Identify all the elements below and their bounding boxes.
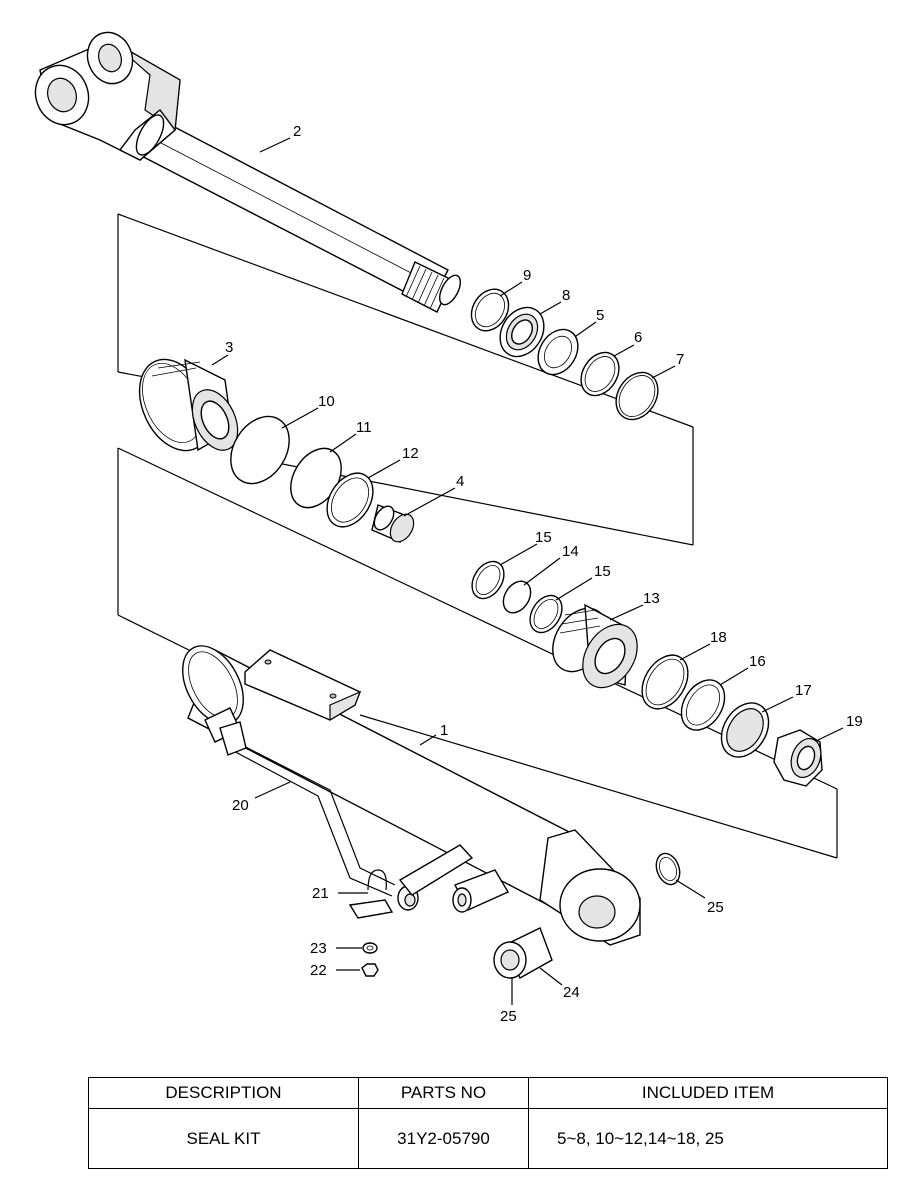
callout-18: 18	[710, 629, 727, 646]
pin-bushing-set	[493, 852, 681, 979]
exploded-parts-diagram: 2 3 9 8 5 6 7 10 11 12 4 15 14 15 13 18 …	[34, 31, 863, 1025]
callout-5: 5	[596, 307, 604, 324]
callout-3: 3	[225, 339, 233, 356]
cell-parts-no: 31Y2-05790	[358, 1108, 529, 1169]
callout-17: 17	[795, 682, 812, 699]
callout-4: 4	[456, 473, 464, 490]
callout-25a: 25	[707, 899, 724, 916]
callout-20: 20	[232, 797, 249, 814]
pipe-clamp-assembly	[348, 844, 474, 977]
table-header-row: DESCRIPTION PARTS NO INCLUDED ITEM	[88, 1077, 888, 1109]
callout-10: 10	[318, 393, 335, 410]
rod-thread	[401, 261, 462, 313]
callout-leaders	[211, 137, 844, 1005]
callout-labels: 2 3 9 8 5 6 7 10 11 12 4 15 14 15 13 18 …	[225, 123, 863, 1025]
callout-6: 6	[634, 329, 642, 346]
callout-1: 1	[440, 722, 448, 739]
hydraulic-pipe	[219, 721, 419, 911]
callout-21: 21	[312, 885, 329, 902]
hex-nut	[773, 729, 823, 787]
callout-2: 2	[293, 123, 301, 140]
callout-16: 16	[749, 653, 766, 670]
callout-9: 9	[523, 267, 531, 284]
callout-13: 13	[643, 590, 660, 607]
cover-seal-set	[230, 415, 415, 544]
callout-25b: 25	[500, 1008, 517, 1025]
callout-15a: 15	[535, 529, 552, 546]
callout-11: 11	[356, 419, 372, 436]
callout-8: 8	[562, 287, 570, 304]
rod-seal-set	[470, 288, 659, 421]
callout-19: 19	[846, 713, 863, 730]
piston-rod-assembly	[34, 31, 462, 313]
header-description: DESCRIPTION	[88, 1077, 359, 1109]
callout-24: 24	[563, 984, 580, 1001]
header-parts-no: PARTS NO	[358, 1077, 529, 1109]
callout-22: 22	[310, 962, 327, 979]
callout-14: 14	[562, 543, 579, 560]
callout-15b: 15	[594, 563, 611, 580]
cell-description: SEAL KIT	[88, 1108, 359, 1169]
rod-cover-gland	[138, 358, 239, 452]
header-included-item: INCLUDED ITEM	[528, 1077, 888, 1109]
piston	[552, 603, 638, 689]
table-row: SEAL KIT 31Y2-05790 5~8, 10~12,14~18, 25	[88, 1108, 888, 1169]
seal-kit-table: DESCRIPTION PARTS NO INCLUDED ITEM SEAL …	[88, 1077, 888, 1169]
cell-included-item: 5~8, 10~12,14~18, 25	[528, 1108, 888, 1169]
callout-23: 23	[310, 940, 327, 957]
cylinder-tube	[182, 645, 641, 946]
callout-7: 7	[676, 351, 684, 368]
pipe-connector	[452, 869, 510, 913]
piston-seal-set	[471, 560, 823, 787]
callout-12: 12	[402, 445, 419, 462]
